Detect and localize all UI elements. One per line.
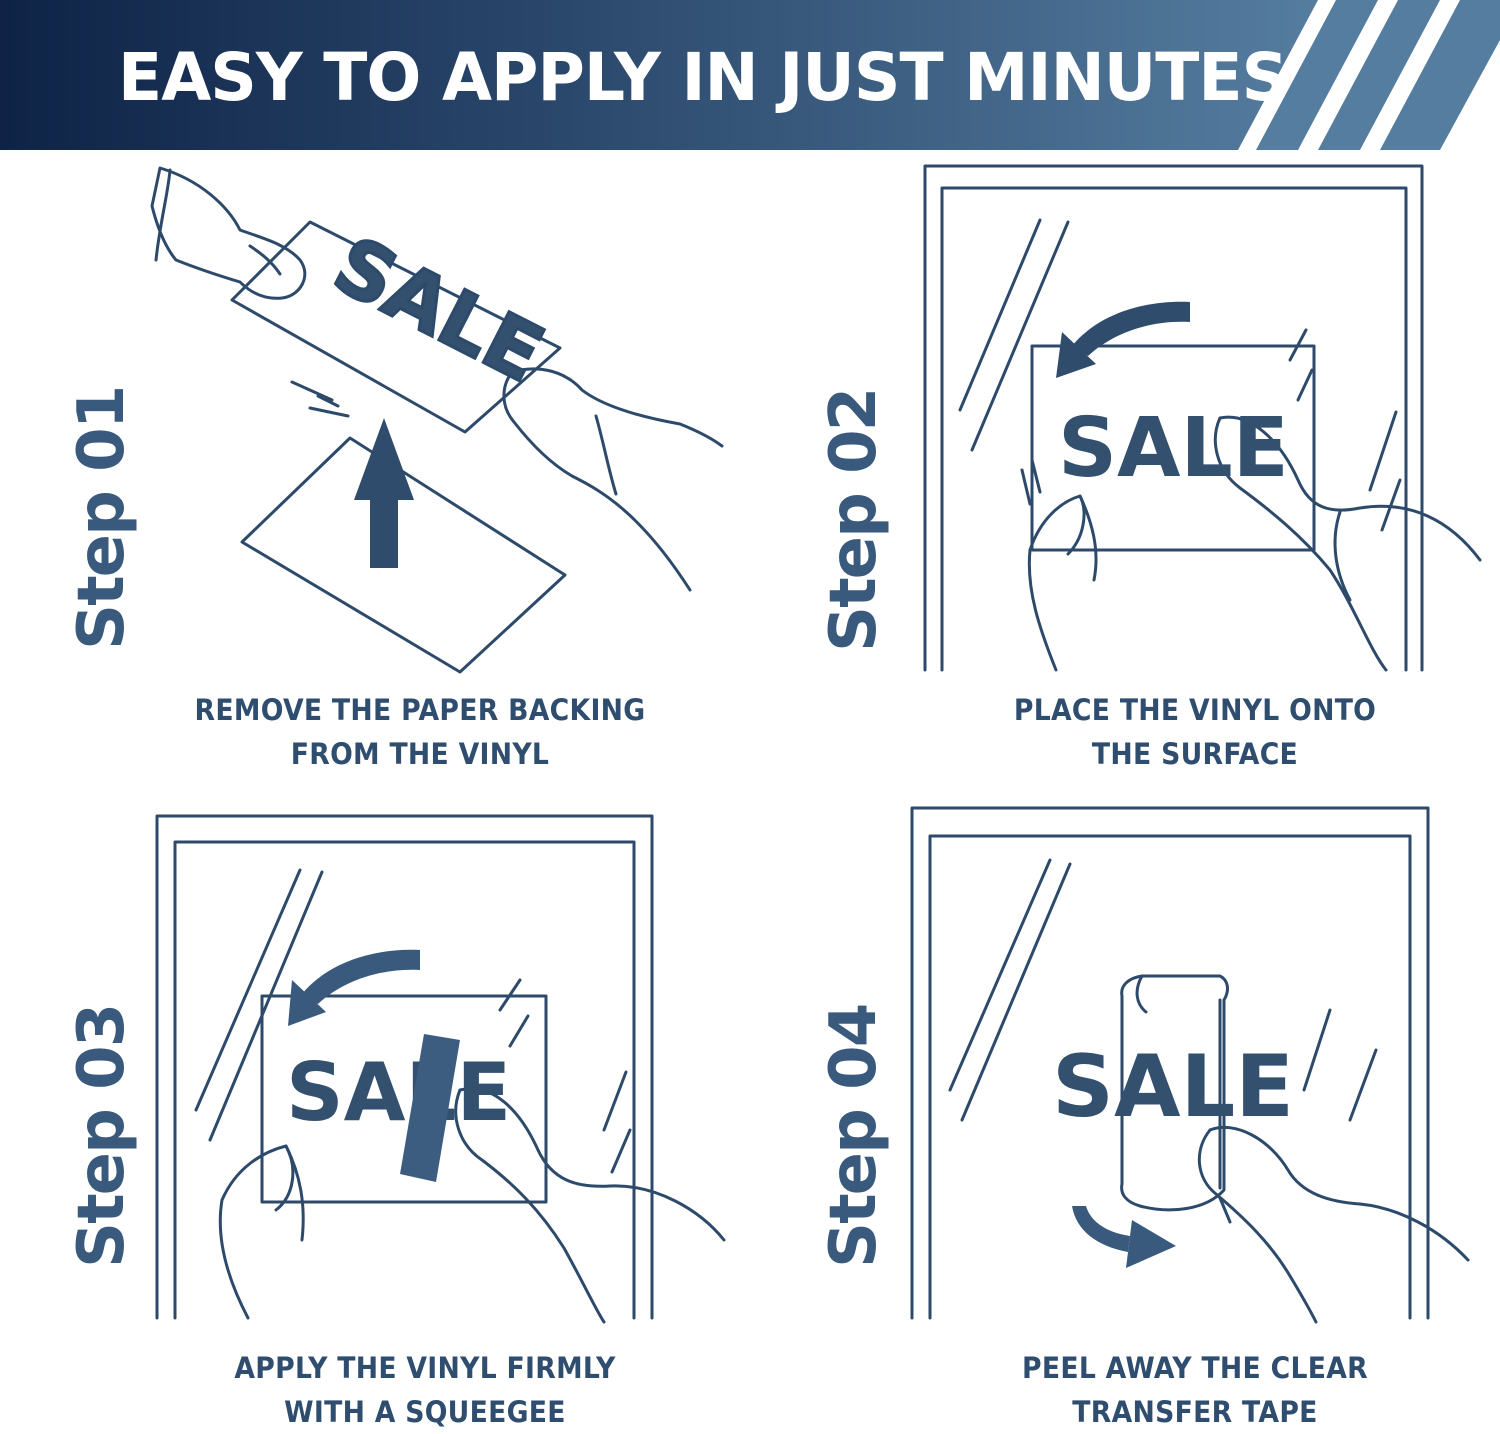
step-4-sign-text: SALE: [1052, 1037, 1294, 1137]
curved-arrow-down-right-icon: [1072, 1206, 1176, 1268]
window-frame-outer: [155, 814, 654, 1320]
step-1-panel: Step 01 SALE REMOVE THE PAPER BACKING: [0, 150, 750, 790]
transfer-tape: [1120, 974, 1229, 1212]
step-3-caption: APPLY THE VINYL FIRMLY WITH A SQUEEGEE: [190, 1346, 659, 1434]
step-2-sign-text: SALE: [1058, 401, 1289, 496]
step-4-caption: PEEL AWAY THE CLEAR TRANSFER TAPE: [960, 1346, 1429, 1434]
step-2-caption-line-2: THE SURFACE: [1091, 737, 1299, 771]
step-1-illustration: SALE: [150, 166, 724, 674]
step-1-caption-line-1: REMOVE THE PAPER BACKING: [194, 693, 646, 727]
step-3-panel: Step 03 SALE APPLY THE VINYL FIRMLY WITH…: [0, 790, 750, 1429]
curved-arrow-left-icon: [1056, 301, 1190, 378]
left-hand: [218, 1144, 295, 1320]
step-2-caption: PLACE THE VINYL ONTO THE SURFACE: [960, 688, 1429, 776]
step-2-caption-line-1: PLACE THE VINYL ONTO: [1013, 693, 1377, 727]
arrow-up-icon: [354, 418, 414, 568]
left-hand: [150, 166, 307, 300]
step-3-illustration: SALE: [155, 814, 726, 1324]
header-banner: EASY TO APPLY IN JUST MINUTES: [0, 0, 1500, 150]
vinyl-sheet: [1030, 344, 1316, 552]
step-1-sign-text: SALE: [320, 220, 556, 400]
step-4-caption-line-1: PEEL AWAY THE CLEAR: [1022, 1351, 1368, 1385]
banner-stripe-2: [1318, 0, 1440, 150]
banner-background: [0, 0, 1500, 150]
banner-stripe-1: [1256, 0, 1378, 150]
right-hand: [510, 367, 724, 448]
step-3-caption-line-1: APPLY THE VINYL FIRMLY: [234, 1351, 616, 1385]
step-3-sign-text: SALE: [286, 1046, 511, 1139]
banner-stripe-3: [1380, 0, 1500, 150]
paper-backing: [240, 436, 567, 674]
step-2-panel: Step 02 SALE PLACE THE VI: [750, 150, 1500, 790]
squeegee-icon: [400, 1034, 460, 1182]
step-1-caption: REMOVE THE PAPER BACKING FROM THE VINYL: [190, 688, 650, 776]
window-frame-outer: [910, 806, 1430, 1320]
window-frame-inner: [928, 834, 1412, 1320]
window-frame-inner: [173, 840, 636, 1320]
step-4-illustration: SALE: [910, 806, 1470, 1324]
vinyl-sheet: [230, 220, 562, 434]
right-hand: [458, 1087, 726, 1242]
left-hand: [1027, 494, 1086, 672]
step-4-caption-line-2: TRANSFER TAPE: [1072, 1395, 1318, 1429]
window-frame-inner: [940, 186, 1408, 672]
step-2-illustration: SALE: [923, 164, 1482, 672]
step-3-caption-line-2: WITH A SQUEEGEE: [284, 1395, 566, 1429]
vinyl-sheet: [260, 994, 548, 1204]
step-4-panel: Step 04 SALE PEEL AWAY THE CLEAR TRANSFE…: [750, 790, 1500, 1429]
right-hand: [1208, 1125, 1470, 1262]
curved-arrow-left-icon: [288, 949, 420, 1026]
page-title: EASY TO APPLY IN JUST MINUTES: [118, 39, 1288, 116]
step-1-caption-line-2: FROM THE VINYL: [290, 737, 550, 771]
window-frame-outer: [923, 164, 1424, 672]
right-hand: [1218, 415, 1482, 562]
